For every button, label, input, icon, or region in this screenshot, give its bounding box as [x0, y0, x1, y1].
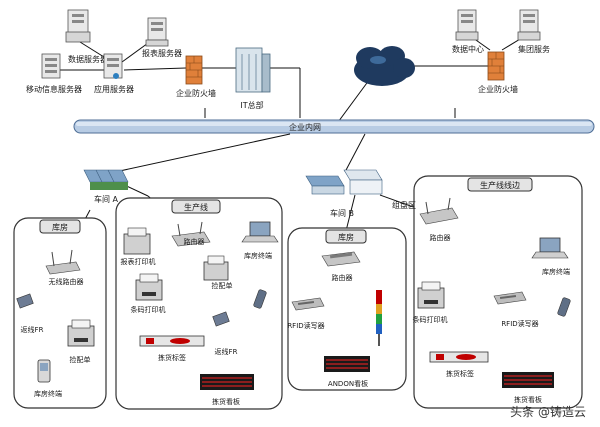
return-fr-device-icon [16, 293, 34, 309]
side-rfid-reader-label: RFID读写器 [501, 319, 538, 328]
side-board-label: 拣货看板 [514, 395, 542, 404]
side-router-label: 路由器 [430, 233, 451, 242]
mid-router-label: 路由器 [332, 273, 353, 282]
production-return-label: 返线FR [215, 347, 238, 356]
zone-warehouse-mid: 库房 [287, 227, 407, 391]
data-center-label: 数据中心 [452, 44, 484, 54]
picking-list-printer-icon [203, 255, 229, 281]
side-picking-label-display-icon [429, 351, 489, 363]
side-router-icon [419, 197, 459, 225]
side-picking-label-label: 拣货标签 [446, 369, 474, 378]
zone-production-side-title: 生产线线边 [480, 180, 520, 190]
warehouse-left-picking-label: 捡配单 [70, 355, 91, 364]
watermark-text: 头条 @铸造云 [510, 404, 586, 419]
internet-cloud-icon [354, 46, 415, 86]
rfid-reader-label: RFID读写器 [287, 321, 324, 330]
firewall-right-icon [487, 51, 505, 81]
mobile-server-icon [41, 53, 61, 79]
report-printer-label: 报表打印机 [121, 257, 156, 266]
picking-label-label: 拣货标签 [158, 353, 186, 362]
zone-warehouse-left-title: 库房 [52, 222, 68, 232]
side-laptop-icon [531, 237, 569, 259]
picking-board-icon [200, 374, 254, 390]
lan-label: 企业内网 [289, 122, 321, 132]
workshop-a-label: 车间 A [94, 194, 119, 204]
group-service-label: 集团服务 [518, 44, 550, 54]
fr-device-icon [212, 311, 230, 327]
warehouse-left-router-label: 无线路由器 [49, 277, 84, 286]
mobile-server-label: 移动信息服务器 [26, 84, 82, 94]
firewall-left-label: 企业防火墙 [176, 88, 216, 98]
app-server-label: 应用服务器 [94, 84, 134, 94]
db-server-label: 数据服务器 [68, 54, 108, 64]
report-printer-icon [123, 227, 151, 255]
side-rfid-reader-icon [493, 291, 527, 305]
workshop-a-icon [83, 169, 129, 190]
production-router-label: 路由器 [184, 237, 205, 246]
picking-label-display-icon [139, 335, 205, 347]
picking-board-label: 拣货看板 [212, 397, 240, 406]
handheld-scanner-icon [253, 289, 267, 309]
zone-production-line-title: 生产线 [184, 202, 208, 212]
side-terminal-label: 库房终端 [542, 267, 570, 276]
production-picking-list-label: 捡配单 [212, 281, 233, 290]
workshop-b-icon [305, 169, 383, 195]
assembly-area-label: 组盘区 [392, 200, 416, 210]
barcode-printer-label: 条码打印机 [131, 305, 166, 314]
picking-printer-icon [67, 319, 95, 347]
group-service-server-icon [517, 9, 541, 41]
db-server-icon [65, 9, 91, 43]
firewall-left-icon [185, 55, 203, 85]
production-router-icon [171, 221, 211, 247]
workshop-b-label: 车间 B [330, 208, 354, 218]
zone-production-side: 生产线线边 [413, 175, 583, 409]
report-server-label: 报表服务器 [142, 48, 182, 58]
andon-board-label: ANDON看板 [328, 379, 368, 388]
handheld-terminal-icon [37, 359, 51, 383]
zone-production-line: 生产线 [115, 197, 283, 410]
side-barcode-printer-label: 条码打印机 [413, 315, 448, 324]
warehouse-left-terminal-label: 库房终端 [34, 389, 62, 398]
it-hq-label: IT总部 [240, 100, 263, 110]
andon-board-icon [324, 356, 370, 372]
zone-warehouse-left: 库房 [13, 217, 107, 409]
app-server-icon [103, 53, 123, 79]
zone-warehouse-mid-title: 库房 [338, 232, 354, 242]
data-center-server-icon [455, 9, 479, 41]
warehouse-left-return-label: 返线FR [21, 325, 44, 334]
production-terminal-label: 库房终端 [244, 251, 272, 260]
side-board-icon [502, 372, 554, 388]
report-server-icon [145, 17, 169, 47]
lan-bus: 企业内网 [73, 119, 595, 134]
andon-light-icon [376, 290, 382, 346]
firewall-right-label: 企业防火墙 [478, 84, 518, 94]
wireless-router-icon [45, 249, 81, 275]
building-icon [235, 47, 271, 93]
side-scanner-icon [557, 297, 571, 317]
rfid-reader-icon [291, 297, 325, 311]
barcode-printer-icon [135, 273, 163, 301]
mid-router-icon [321, 251, 361, 267]
laptop-icon [241, 221, 279, 243]
side-barcode-printer-icon [417, 281, 445, 309]
